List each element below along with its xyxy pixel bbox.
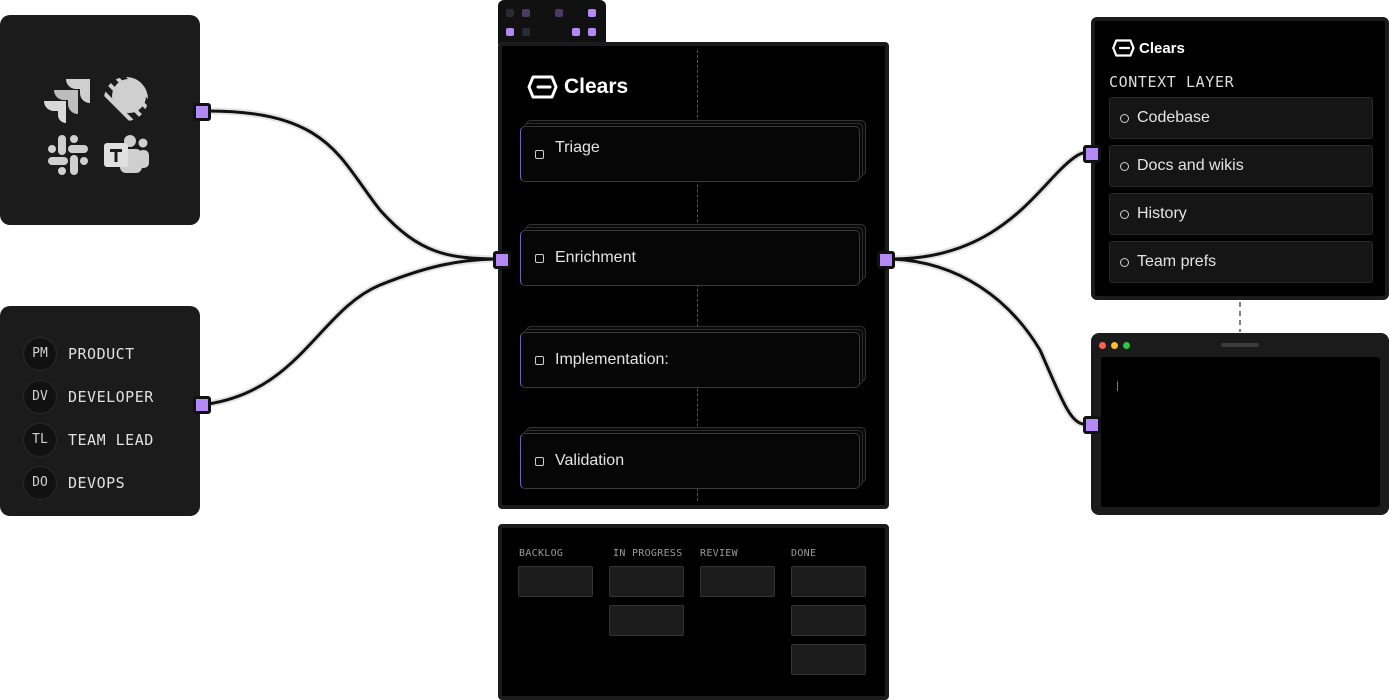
stage-label: Implementation: [555, 351, 669, 368]
role-avatar: DO [23, 465, 57, 500]
role-item: TL TEAM LEAD [23, 418, 200, 461]
status-dot [572, 28, 580, 36]
status-dot [506, 28, 514, 36]
text-cursor [1117, 381, 1118, 391]
brand-name: Clears [564, 75, 629, 98]
context-item[interactable]: Docs and wikis [1109, 145, 1373, 187]
context-item-label: Codebase [1137, 109, 1210, 126]
brand-name: Clears [1139, 39, 1185, 57]
pipeline-stage[interactable]: Implementation: [520, 326, 866, 388]
terminal-window [1091, 333, 1389, 515]
context-item[interactable]: History [1109, 193, 1373, 235]
status-dot [588, 9, 596, 17]
terminal-input-port[interactable] [1083, 416, 1101, 434]
roles-output-port[interactable] [193, 396, 211, 414]
kanban-card[interactable] [791, 605, 866, 636]
stage-label: Enrichment [555, 249, 636, 266]
status-dot [522, 9, 530, 17]
status-dot [506, 9, 514, 17]
kanban-card[interactable] [518, 566, 593, 597]
stage-checkbox[interactable] [535, 150, 544, 159]
kanban-column-title: BACKLOG [519, 548, 564, 559]
kanban-card[interactable] [609, 605, 684, 636]
role-item: DV DEVELOPER [23, 375, 200, 418]
slack-icon [48, 135, 88, 175]
integrations-card [0, 15, 200, 225]
stage-card[interactable]: Implementation: [520, 332, 860, 388]
stage-checkbox[interactable] [535, 356, 544, 365]
linear-icon [104, 77, 148, 121]
role-avatar: TL [23, 422, 57, 457]
stage-label: Triage [555, 139, 600, 156]
integration-logos [44, 75, 160, 179]
pipeline-output-port[interactable] [877, 251, 895, 269]
stage-card[interactable]: Triage [520, 126, 860, 182]
kanban-column-title: REVIEW [700, 548, 738, 559]
clears-logo-icon [1112, 39, 1135, 57]
status-dot [588, 28, 596, 36]
stage-card[interactable]: Enrichment [520, 230, 860, 286]
pipeline-input-port[interactable] [493, 251, 511, 269]
context-item-radio[interactable] [1120, 257, 1129, 267]
kanban-card[interactable] [700, 566, 775, 597]
integrations-output-port[interactable] [193, 103, 211, 121]
context-item-label: Team prefs [1137, 253, 1217, 270]
context-brand: Clears [1111, 38, 1185, 58]
context-item-radio[interactable] [1120, 113, 1129, 123]
role-item: PM PRODUCT [23, 332, 200, 375]
jira-icon [44, 79, 90, 123]
pipeline-brand: Clears [526, 74, 628, 100]
kanban-column-title: DONE [791, 548, 817, 559]
teams-icon [104, 135, 149, 173]
window-minimize-button[interactable] [1111, 342, 1118, 349]
roles-card: PM PRODUCT DV DEVELOPER TL TEAM LEAD DO DEVOPS [0, 306, 200, 516]
pipeline-stage[interactable]: Validation [520, 427, 866, 489]
context-item[interactable]: Team prefs [1109, 241, 1373, 283]
context-item-label: History [1137, 205, 1187, 222]
context-layer-title: CONTEXT LAYER [1109, 73, 1235, 91]
role-name: PRODUCT [68, 344, 135, 363]
context-input-port[interactable] [1083, 145, 1101, 163]
role-avatar: DV [23, 379, 57, 414]
pipeline-stage[interactable]: Enrichment [520, 224, 866, 286]
stage-card[interactable]: Validation [520, 433, 860, 489]
kanban-card[interactable] [791, 566, 866, 597]
context-item-label: Docs and wikis [1137, 157, 1244, 174]
stage-checkbox[interactable] [535, 254, 544, 263]
stage-checkbox[interactable] [535, 457, 544, 466]
kanban-board: BACKLOG IN PROGRESS REVIEW DONE [498, 524, 889, 700]
window-drag-handle[interactable] [1221, 343, 1259, 347]
context-item-radio[interactable] [1120, 161, 1129, 171]
role-item: DO DEVOPS [23, 461, 200, 504]
role-avatar: PM [23, 336, 57, 371]
role-name: DEVOPS [68, 473, 126, 492]
status-dot [555, 9, 563, 17]
kanban-card[interactable] [791, 644, 866, 675]
status-dot [522, 28, 530, 36]
terminal-screen[interactable] [1101, 357, 1380, 507]
pipeline-stage[interactable]: Triage [520, 120, 866, 182]
kanban-column-title: IN PROGRESS [613, 548, 683, 559]
pipeline-tab [498, 0, 606, 44]
clears-logo-icon [527, 75, 558, 99]
context-item-radio[interactable] [1120, 209, 1129, 219]
window-close-button[interactable] [1099, 342, 1106, 349]
kanban-card[interactable] [609, 566, 684, 597]
window-maximize-button[interactable] [1123, 342, 1130, 349]
stage-label: Validation [555, 452, 625, 469]
role-name: DEVELOPER [68, 387, 154, 406]
role-name: TEAM LEAD [68, 430, 154, 449]
context-item[interactable]: Codebase [1109, 97, 1373, 139]
